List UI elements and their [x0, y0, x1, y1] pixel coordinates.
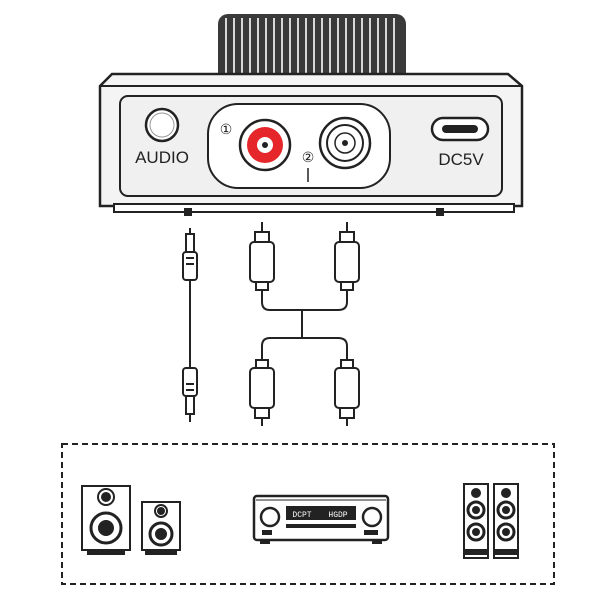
marker-2: ② [302, 149, 315, 165]
target-devices-box [61, 443, 555, 585]
rca-white-jack [318, 116, 372, 170]
rca-cable-icon [249, 222, 360, 426]
audio-jack [144, 107, 180, 143]
amp-display-left: DCPT [292, 511, 311, 520]
power-label: DC5V [438, 150, 484, 169]
bookshelf-speakers-icon [81, 485, 181, 555]
tower-speakers-icon [463, 483, 519, 559]
amp-display-right: HGDP [328, 511, 347, 520]
rca-red-jack [238, 118, 292, 172]
usb-c-port-icon [430, 116, 490, 142]
amplifier-icon [252, 494, 390, 544]
marker-1: ① [220, 121, 233, 137]
aux-cable-icon [182, 228, 198, 422]
audio-label: AUDIO [135, 148, 189, 167]
volume-knob-icon [218, 14, 406, 82]
